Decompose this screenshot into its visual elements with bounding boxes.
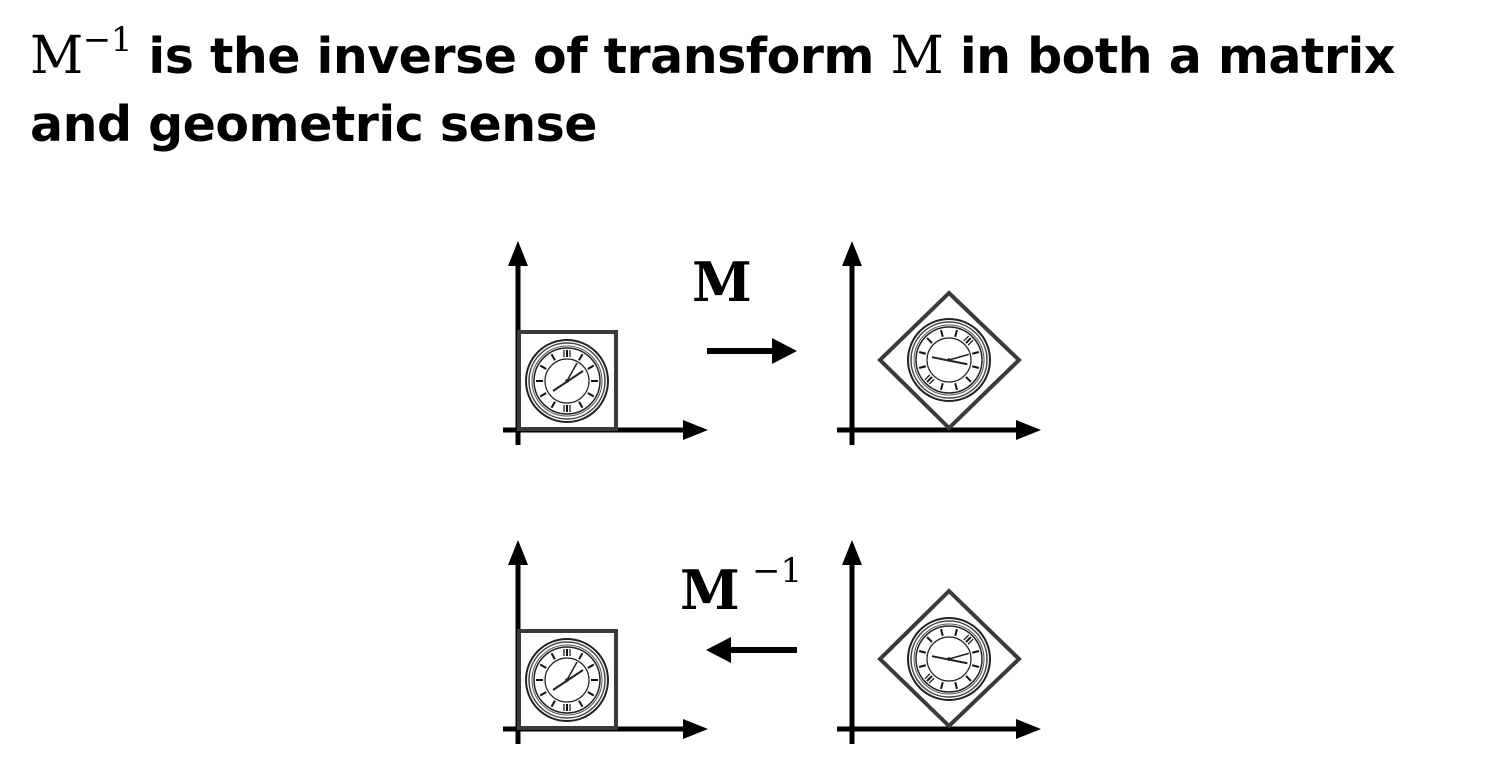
clock-original-top [517, 330, 618, 431]
forward-transform: M [692, 250, 797, 364]
axes-transformed-top [837, 241, 1041, 445]
clock-icon [890, 600, 1008, 718]
transform-symbol: M [890, 26, 944, 86]
inverse-label: M [680, 558, 740, 622]
inverse-label-exponent: −1 [752, 551, 802, 591]
clock-original-bottom [517, 629, 618, 730]
inverse-symbol: M−1 [30, 19, 132, 86]
clock-icon [525, 339, 609, 423]
title-text-part1: is the inverse of transform [131, 28, 891, 85]
clock-transformed-bottom [877, 588, 1022, 729]
clock-icon [525, 638, 609, 722]
arrow-right-icon [707, 338, 797, 364]
inverse-transform: M −1 [680, 551, 802, 663]
clock-icon [890, 301, 1008, 419]
clock-transformed-top [877, 290, 1022, 431]
arrow-left-icon [706, 637, 797, 663]
forward-label: M [692, 250, 752, 314]
inverse-exponent: −1 [82, 19, 133, 60]
axes-transformed-bottom [837, 540, 1041, 744]
slide-title: M−1 is the inverse of transform M in bot… [30, 22, 1470, 159]
title-text-part2: in both a matrix and geometric sense [30, 28, 1395, 153]
